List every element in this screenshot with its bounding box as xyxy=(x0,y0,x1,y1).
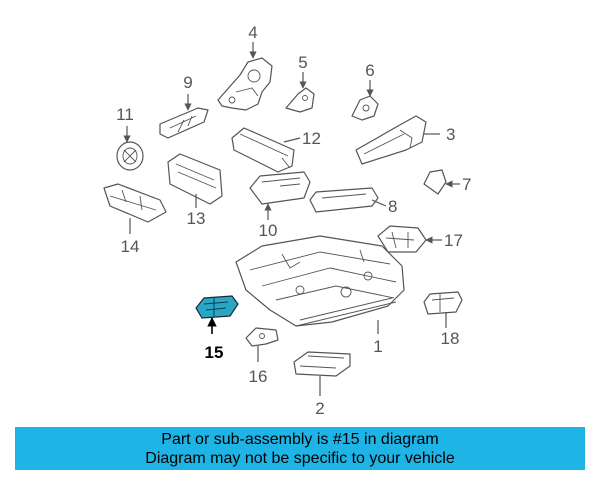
label-12: 12 xyxy=(302,129,321,148)
part-14[interactable]: 14 xyxy=(103,183,167,256)
label-8: 8 xyxy=(388,197,397,216)
part-18[interactable]: 18 xyxy=(423,291,463,348)
part-17[interactable]: 17 xyxy=(377,225,463,253)
part-16[interactable]: 16 xyxy=(245,327,279,386)
label-5: 5 xyxy=(298,53,307,72)
label-15: 15 xyxy=(205,343,224,362)
label-6: 6 xyxy=(365,61,374,80)
label-9: 9 xyxy=(183,73,192,92)
part-2[interactable]: 2 xyxy=(293,351,351,418)
label-10: 10 xyxy=(259,221,278,240)
label-11: 11 xyxy=(116,105,134,124)
label-18: 18 xyxy=(441,329,460,348)
part-10[interactable]: 10 xyxy=(249,171,311,240)
part-4[interactable]: 4 xyxy=(217,23,273,111)
part-8[interactable]: 8 xyxy=(309,187,397,216)
part-7[interactable]: 7 xyxy=(423,169,471,195)
info-banner: Part or sub-assembly is #15 in diagram D… xyxy=(15,427,585,470)
part-13[interactable]: 13 xyxy=(167,153,223,228)
part-5[interactable]: 5 xyxy=(285,53,315,113)
part-15-highlighted[interactable]: 15 xyxy=(195,295,239,362)
part-3[interactable]: 3 xyxy=(355,115,455,165)
part-11[interactable]: 11 xyxy=(116,105,144,171)
label-7: 7 xyxy=(462,175,471,194)
banner-line-1: Part or sub-assembly is #15 in diagram xyxy=(161,430,439,448)
parts-diagram: 4 5 6 9 3 11 12 xyxy=(103,23,471,418)
banner-line-2: Diagram may not be specific to your vehi… xyxy=(145,449,455,467)
part-1[interactable]: 1 xyxy=(235,235,405,356)
label-4: 4 xyxy=(248,23,257,42)
label-1: 1 xyxy=(373,337,382,356)
label-17: 17 xyxy=(444,231,463,250)
label-14: 14 xyxy=(121,237,140,256)
part-9[interactable]: 9 xyxy=(159,73,209,139)
label-2: 2 xyxy=(315,399,324,418)
label-3: 3 xyxy=(446,125,455,144)
part-12[interactable]: 12 xyxy=(231,127,321,173)
label-16: 16 xyxy=(249,367,268,386)
label-13: 13 xyxy=(187,209,206,228)
part-6[interactable]: 6 xyxy=(351,61,379,121)
